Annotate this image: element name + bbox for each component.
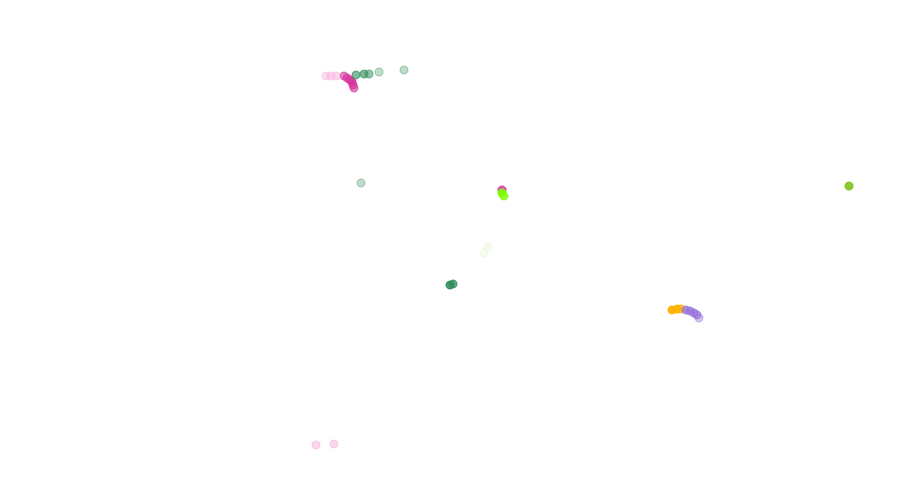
scatter-point: [329, 439, 339, 449]
scatter-point: [479, 248, 489, 258]
scatter-point: [399, 65, 409, 75]
scatter-point: [483, 242, 493, 252]
scatter-point: [364, 69, 374, 79]
scatter-point: [326, 71, 336, 81]
points-layer: [311, 65, 854, 450]
series-4: [844, 181, 854, 191]
scatter-point: [321, 71, 331, 81]
scatter-point: [351, 70, 361, 80]
scatter-point: [311, 440, 321, 450]
series-0: [339, 71, 507, 195]
series-5: [479, 242, 493, 258]
scatter-point: [694, 313, 704, 323]
scatter-point: [844, 181, 854, 191]
scatter-point: [356, 178, 366, 188]
scatter-point: [374, 67, 384, 77]
scatter-point: [448, 279, 458, 289]
scatter-point: [349, 83, 359, 93]
series-3: [497, 188, 509, 201]
series-2: [351, 65, 458, 290]
scatter-point: [331, 71, 341, 81]
scatter-point: [499, 191, 509, 201]
series-7: [681, 305, 704, 323]
series-1: [311, 71, 341, 450]
